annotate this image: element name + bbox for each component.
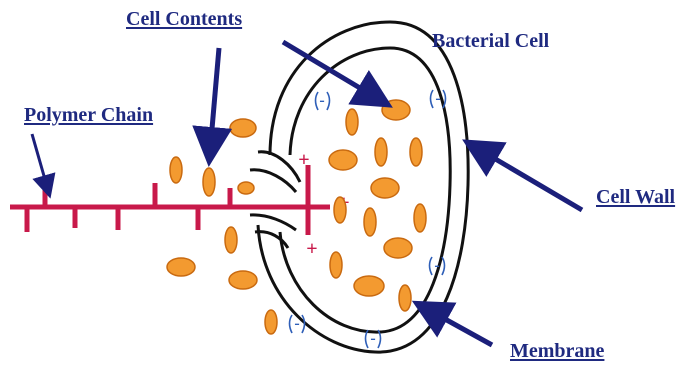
granule	[410, 138, 422, 166]
granule	[167, 258, 195, 276]
negative-charge: -	[434, 257, 439, 274]
granule	[229, 271, 257, 289]
granule	[414, 204, 426, 232]
granule	[225, 227, 237, 253]
polymer-chain-label: Polymer Chain	[24, 104, 153, 127]
granule	[265, 310, 277, 334]
granule	[329, 150, 357, 170]
wall-opening-lower	[250, 215, 296, 248]
cell-contents-arrow	[210, 48, 219, 152]
cell-contents	[167, 100, 426, 334]
granule	[399, 285, 411, 311]
granule	[170, 157, 182, 183]
cell-wall-label: Cell Wall	[596, 186, 675, 209]
negative-charge: -	[435, 90, 440, 107]
granule	[364, 208, 376, 236]
membrane-arrow	[425, 308, 492, 345]
granule	[384, 238, 412, 258]
membrane-label: Membrane	[510, 340, 604, 363]
cell-contents-label: Cell Contents	[126, 8, 242, 31]
positive-charge: +	[306, 238, 317, 260]
cell-wall-arrow	[475, 147, 582, 210]
negative-charge: -	[294, 315, 299, 332]
granule	[375, 138, 387, 166]
negative-charge: -	[319, 92, 324, 109]
bacterial-cell-label: Bacterial Cell	[432, 30, 549, 53]
negative-charge: -	[370, 330, 375, 347]
polymer-chain-arrow	[32, 134, 48, 190]
granule	[203, 168, 215, 196]
granule	[354, 276, 384, 296]
granule	[382, 100, 410, 120]
granule	[371, 178, 399, 198]
positive-charge: +	[298, 149, 309, 171]
granule	[230, 119, 256, 137]
granule	[330, 252, 342, 278]
granule	[334, 197, 346, 223]
granule	[238, 182, 254, 194]
wall-opening-upper	[250, 152, 300, 192]
granule	[346, 109, 358, 135]
